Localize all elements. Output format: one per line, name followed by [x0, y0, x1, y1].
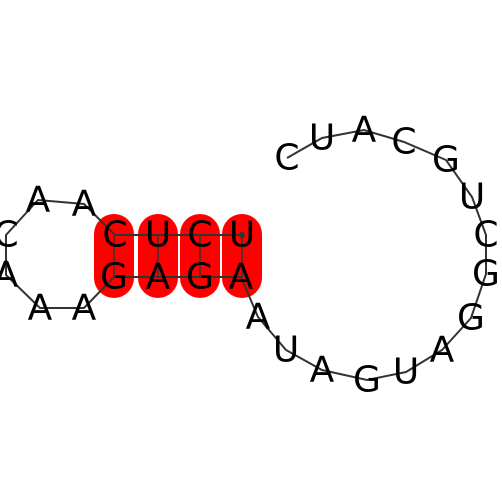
- nucleotide-15: A: [246, 297, 271, 338]
- nucleotide-3: A: [352, 110, 377, 151]
- nucleotide-1: C: [274, 138, 299, 179]
- nucleotide-7: C: [473, 215, 498, 256]
- nucleotide-13: A: [310, 350, 335, 391]
- nucleotide-23: C: [0, 215, 19, 256]
- nucleotide-27: U: [145, 215, 171, 256]
- nucleotide-25: A: [72, 184, 97, 225]
- nucleotide-20: A: [72, 288, 97, 329]
- nucleotide-8: G: [472, 254, 500, 295]
- nucleotide-24: A: [26, 180, 51, 221]
- nucleotide-26: C: [102, 215, 127, 256]
- nucleotide-4: C: [391, 122, 416, 163]
- nucleotide-2: U: [309, 118, 335, 159]
- base-pair-layer: [113, 232, 245, 277]
- nucleotide-28: C: [187, 215, 212, 256]
- nucleotide-21: A: [28, 288, 53, 329]
- nucleotide-11: U: [393, 352, 419, 393]
- nucleotide-14: U: [273, 330, 299, 371]
- stem-end-dot: [239, 232, 245, 238]
- nucleotide-12: G: [353, 360, 381, 401]
- backbone-path: [5, 128, 487, 382]
- nucleotide-16: A: [229, 257, 254, 298]
- nucleotide-19: G: [100, 257, 128, 298]
- nucleotide-29: U: [229, 215, 255, 256]
- backbone-layer: [5, 128, 487, 382]
- nucleotide-6: U: [459, 177, 485, 218]
- nucleotide-9: G: [457, 298, 485, 339]
- nucleotide-22: A: [0, 255, 19, 296]
- nucleotide-5: G: [432, 140, 460, 181]
- nucleotide-10: A: [430, 330, 455, 371]
- nucleotide-17: G: [186, 257, 214, 298]
- nucleotide-18: A: [146, 257, 171, 298]
